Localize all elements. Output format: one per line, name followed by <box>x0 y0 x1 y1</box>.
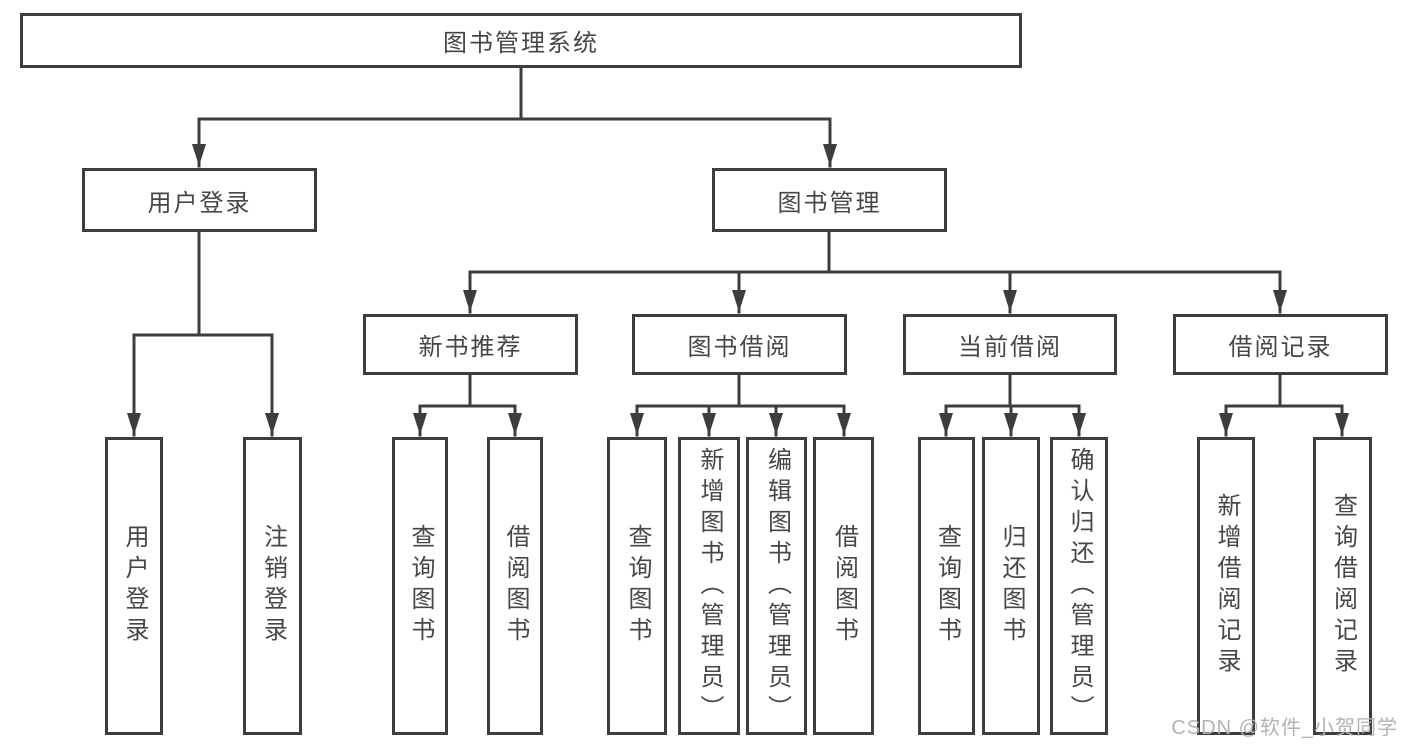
leaf-borrow-book-2: 借阅图书 <box>813 437 874 735</box>
leaf-logout-label: 注销登录 <box>259 524 287 648</box>
leaf-add-borrow-record-label: 新增借阅记录 <box>1213 493 1240 679</box>
node-book-borrowing: 图书借阅 <box>632 314 847 375</box>
connector-new-book-rec-to-leaves <box>413 373 522 437</box>
leaf-add-book-admin-label: 新增图书（管理员） <box>696 446 723 726</box>
connector-root-to-level2 <box>192 66 837 168</box>
node-user-login-label: 用户登录 <box>147 189 252 217</box>
leaf-user-login-label: 用户登录 <box>121 524 148 648</box>
leaf-return-book: 归还图书 <box>982 437 1040 735</box>
leaf-query-book-2: 查询图书 <box>607 437 667 735</box>
node-book-borrowing-label: 图书借阅 <box>687 334 792 361</box>
leaf-borrow-book-1-label: 借阅图书 <box>502 524 529 648</box>
leaf-borrow-book-2-label: 借阅图书 <box>830 524 858 648</box>
connector-book-mgmt-to-level3 <box>463 230 1287 314</box>
node-current-borrowing-label: 当前借阅 <box>958 334 1062 361</box>
connector-user-login-to-leaves <box>127 230 279 437</box>
node-borrowing-records-label: 借阅记录 <box>1228 334 1333 361</box>
leaf-query-book-1-label: 查询图书 <box>407 524 434 648</box>
node-book-management-label: 图书管理 <box>777 189 882 217</box>
csdn-watermark: CSDN @软件_小贺同学 <box>1171 717 1398 739</box>
leaf-logout: 注销登录 <box>243 437 302 735</box>
node-library-system: 图书管理系统 <box>20 13 1022 68</box>
node-new-book-recommend: 新书推荐 <box>363 314 578 375</box>
leaf-add-borrow-record: 新增借阅记录 <box>1197 437 1255 735</box>
node-new-book-recommend-label: 新书推荐 <box>418 334 523 361</box>
node-user-login: 用户登录 <box>82 168 317 232</box>
leaf-borrow-book-1: 借阅图书 <box>487 437 543 735</box>
node-current-borrowing: 当前借阅 <box>903 314 1117 375</box>
leaf-query-borrow-record: 查询借阅记录 <box>1313 437 1372 735</box>
leaf-return-book-label: 归还图书 <box>998 524 1025 648</box>
leaf-query-book-2-label: 查询图书 <box>624 524 651 648</box>
leaf-edit-book-admin-label: 编辑图书（管理员） <box>763 446 791 726</box>
leaf-confirm-return-admin: 确认归还（管理员） <box>1050 437 1108 735</box>
connector-borrow-record-to-leaves <box>1219 373 1349 437</box>
leaf-add-book-admin: 新增图书（管理员） <box>678 437 740 735</box>
leaf-edit-book-admin: 编辑图书（管理员） <box>746 437 807 735</box>
connector-book-borrow-to-leaves <box>630 373 851 437</box>
leaf-query-book-3-label: 查询图书 <box>933 524 961 648</box>
node-book-management: 图书管理 <box>712 168 947 232</box>
leaf-query-book-3: 查询图书 <box>918 437 975 735</box>
leaf-query-book-1: 查询图书 <box>392 437 448 735</box>
node-library-system-label: 图书管理系统 <box>443 30 599 57</box>
leaf-confirm-return-admin-label: 确认归还（管理员） <box>1066 446 1093 726</box>
leaf-user-login: 用户登录 <box>105 437 163 735</box>
connector-current-borrow-to-leaves <box>939 373 1086 437</box>
node-borrowing-records: 借阅记录 <box>1173 314 1388 375</box>
leaf-query-borrow-record-label: 查询借阅记录 <box>1329 493 1357 679</box>
